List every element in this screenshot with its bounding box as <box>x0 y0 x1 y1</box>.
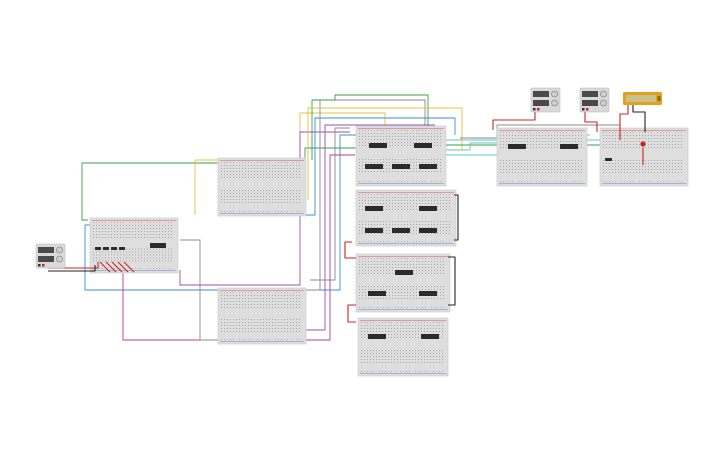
power-supply-supply-top-1[interactable] <box>530 87 561 113</box>
ic-chip[interactable] <box>605 158 612 161</box>
breadboard-bb-logic-4[interactable] <box>357 317 449 377</box>
breadboard-bb-right-2[interactable] <box>599 127 689 187</box>
lcd-display[interactable] <box>623 92 662 105</box>
wire-magenta <box>122 154 355 341</box>
ic-chip[interactable] <box>421 334 439 339</box>
ic-chip[interactable] <box>395 270 413 275</box>
wire-blue <box>84 134 370 291</box>
wire-black <box>448 256 456 306</box>
ic-chip[interactable] <box>419 164 437 169</box>
ic-chip[interactable] <box>365 206 383 211</box>
wire-red <box>344 241 356 259</box>
ic-chip[interactable] <box>368 291 386 296</box>
breadboard-bb-input[interactable] <box>89 217 179 274</box>
status-led[interactable] <box>640 141 646 147</box>
breadboard-bb-logic-1[interactable] <box>355 125 447 187</box>
wire-red <box>105 261 117 273</box>
wire-red <box>347 304 356 323</box>
wire-gray <box>310 127 350 281</box>
breadboard-bb-logic-2[interactable] <box>355 189 457 247</box>
ic-chip[interactable] <box>111 247 117 250</box>
breadboard-bb-mid-top[interactable] <box>217 157 307 217</box>
ic-chip[interactable] <box>560 144 578 149</box>
wire-red <box>584 112 598 132</box>
breadboard-bb-right-1[interactable] <box>496 127 588 187</box>
breadboard-bb-mid-bottom[interactable] <box>217 287 307 345</box>
wire-red <box>99 261 111 273</box>
breadboard-layer <box>89 125 689 377</box>
ic-chip[interactable] <box>392 164 410 169</box>
wire-red <box>123 261 135 273</box>
wire-overlay <box>48 104 646 323</box>
wire-purple <box>179 131 350 286</box>
ic-chip[interactable] <box>103 247 109 250</box>
ic-chip[interactable] <box>419 228 437 233</box>
wire-blue <box>300 117 456 216</box>
wire-black <box>454 194 459 241</box>
ic-chip[interactable] <box>119 247 125 250</box>
breadboard-bb-logic-3[interactable] <box>355 253 451 313</box>
wire-green <box>311 94 429 160</box>
wire-black <box>632 104 646 132</box>
ic-chip[interactable] <box>369 143 387 148</box>
power-supply-layer <box>35 87 610 269</box>
ic-chip[interactable] <box>95 247 101 250</box>
ic-chip[interactable] <box>419 206 437 211</box>
wire-red <box>492 112 536 130</box>
ic-chip[interactable] <box>365 164 383 169</box>
power-supply-supply-top-2[interactable] <box>579 87 610 113</box>
wire-purple <box>305 124 435 331</box>
ic-chip[interactable] <box>414 143 432 148</box>
wire-black <box>48 265 96 272</box>
ic-chip[interactable] <box>368 334 386 339</box>
ic-chip[interactable] <box>365 228 383 233</box>
wire-red <box>619 104 629 140</box>
wire-red <box>111 261 123 273</box>
ic-chip[interactable] <box>508 144 526 149</box>
ic-chip[interactable] <box>392 228 410 233</box>
ic-chip[interactable] <box>150 243 166 248</box>
ic-chip[interactable] <box>419 291 437 296</box>
wire-red <box>117 261 129 273</box>
chip-layer <box>95 143 612 339</box>
power-supply-supply-left[interactable] <box>35 243 66 269</box>
